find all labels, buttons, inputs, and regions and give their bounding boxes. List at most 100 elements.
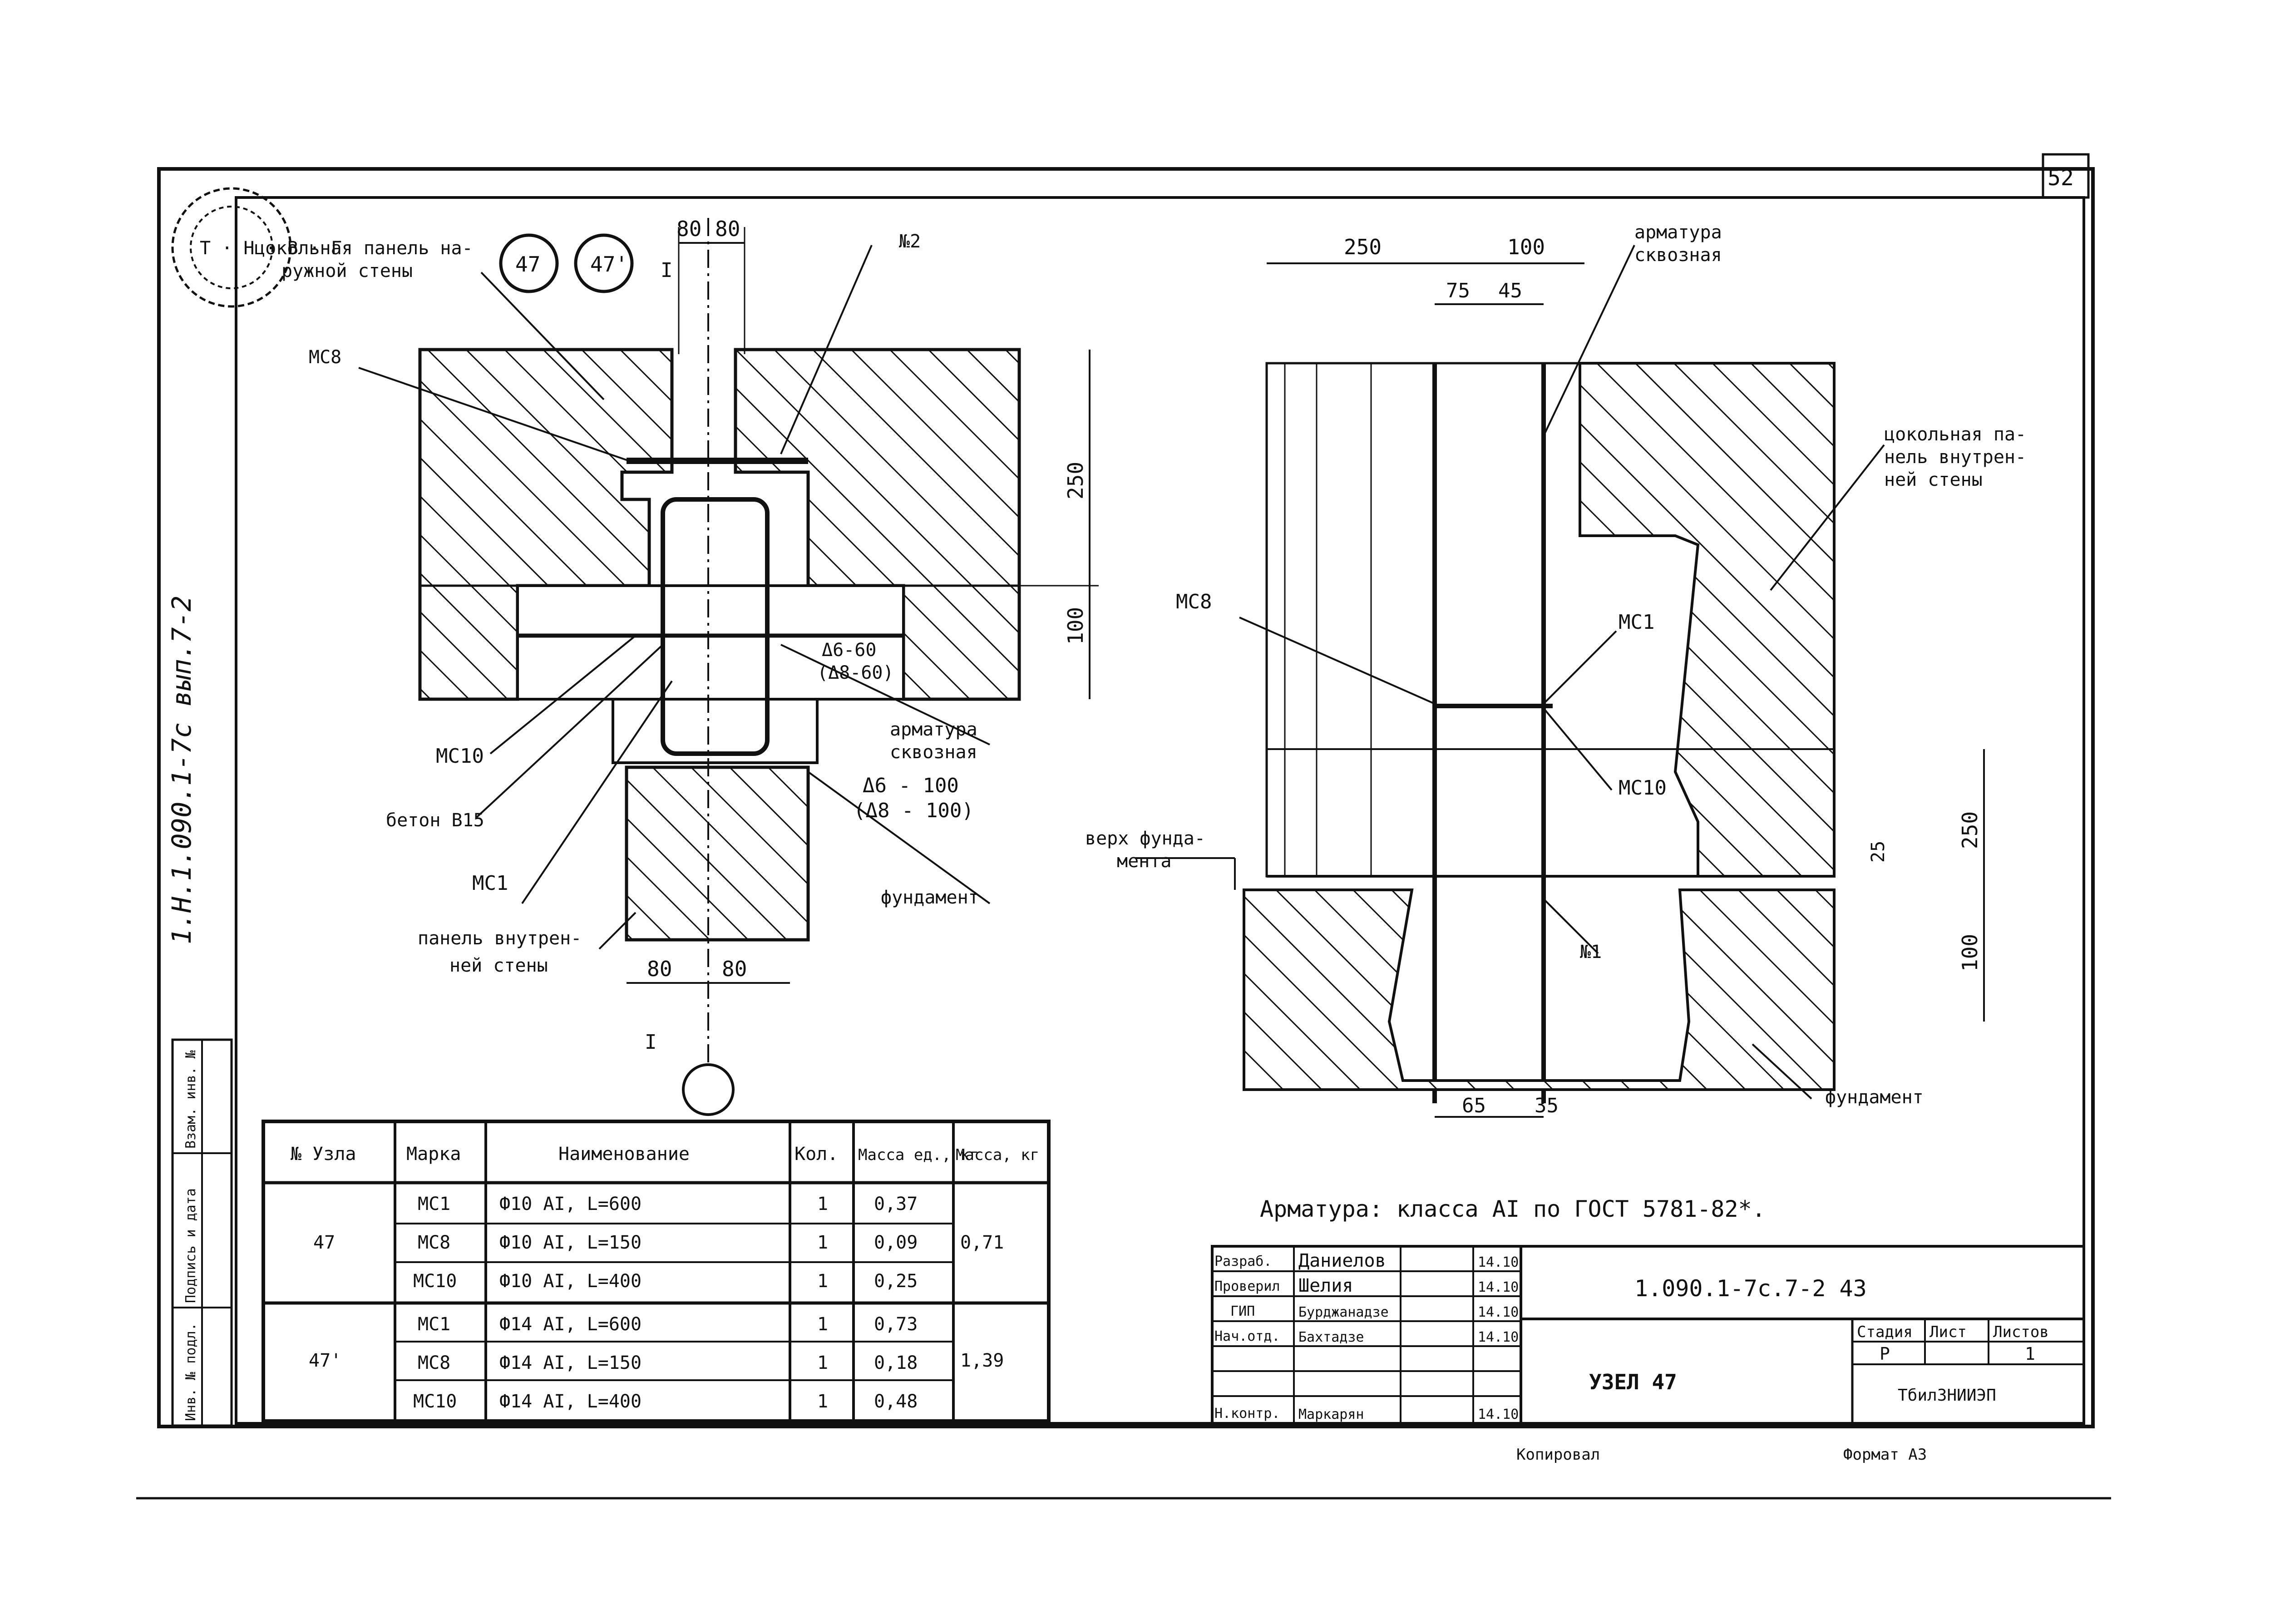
footer-format: Формат А3 [1843, 1446, 1927, 1464]
label-mc10: МС10 [1619, 776, 1667, 800]
label-panel-outer: цокольная панель на- [254, 238, 473, 259]
dim-80a: 80 [676, 217, 701, 241]
doc-title: УЗЕЛ 47 [1589, 1370, 1677, 1394]
tb-date: 14.10 [1478, 1254, 1519, 1270]
strip-text-2: Подпись и дата [183, 1188, 199, 1303]
label-panel-outer-2: ружной стены [281, 261, 413, 281]
label-panel-3: ней стены [1884, 469, 1983, 490]
left-strip: Инв. № подл. Подпись и дата Взам. инв. № [171, 1038, 233, 1427]
dim-35: 35 [1535, 1094, 1559, 1117]
table-row-mark: МС10 [413, 1391, 457, 1412]
reinforcement-note: Арматура: класса АI по ГОСТ 5781-82*. [1260, 1196, 1766, 1222]
label-rebar: арматура [1634, 222, 1722, 243]
dim-45: 45 [1498, 279, 1522, 302]
label-panel: цокольная па- [1884, 424, 2026, 445]
tb-role: Н.контр. [1214, 1406, 1280, 1422]
dim-25: 25 [1868, 841, 1889, 863]
label-mc1: МС1 [1619, 611, 1654, 634]
label-mc1: МС1 [472, 872, 508, 895]
label-mc8: МС8 [309, 347, 341, 368]
tb-name: Шелия [1298, 1275, 1353, 1296]
node-a: 47 [515, 252, 540, 276]
th-mass: Масса, кг [956, 1146, 1039, 1164]
th-qty: Кол. [794, 1144, 838, 1165]
tb-name: Бахтадзе [1298, 1329, 1364, 1345]
title-block: Разраб. Даниелов 14.10 Проверил Шелия 14… [1211, 1245, 2085, 1425]
dim-80b: 80 [715, 217, 740, 241]
tb-name: Бурджанадзе [1298, 1304, 1389, 1320]
node-circle-47 [499, 233, 559, 293]
org-name: ТбилЗНИИЭП [1898, 1386, 1996, 1405]
table-row-qty: 1 [817, 1194, 828, 1214]
tb-date: 14.10 [1478, 1304, 1519, 1320]
left-section-drawing: 80 80 250 100 80 80 47 47' I I цоколь [254, 217, 1099, 1116]
table-row-mass: 0,37 [874, 1194, 918, 1214]
dim-100: 100 [1063, 607, 1088, 645]
table-row-qty: 1 [817, 1232, 828, 1253]
th-node: № Узла [291, 1144, 356, 1165]
node-circle-47p [574, 233, 634, 293]
tb-name: Маркарян [1298, 1407, 1364, 1422]
table-row-name: Ф14 АI, L=400 [499, 1391, 642, 1412]
doc-code: 1.090.1-7с.7-2 43 [1634, 1275, 1867, 1302]
footer-copied: Копировал [1516, 1446, 1600, 1464]
label-step4: (Δ8 - 100) [854, 799, 974, 822]
sheet-number: 52 [2048, 165, 2074, 191]
table-row-qty: 1 [817, 1314, 828, 1335]
dim-250v: 250 [1958, 811, 1982, 849]
tb-date: 14.10 [1478, 1279, 1519, 1295]
table-row-name: Ф14 АI, L=150 [499, 1353, 642, 1373]
node-47p: 47' [309, 1350, 341, 1371]
table-row-mark: МС1 [418, 1194, 450, 1214]
table-row-mark: МС8 [418, 1353, 450, 1373]
dim-250: 250 [1344, 235, 1382, 259]
dim-250: 250 [1063, 462, 1088, 499]
label-step3: Δ6 - 100 [863, 774, 959, 797]
table-row-mark: МС1 [418, 1314, 450, 1335]
label-foundation: фундамент [881, 887, 979, 908]
section-mark-2: I [645, 1031, 657, 1054]
stage-header: Стадия [1857, 1323, 1913, 1341]
table-row-name: Ф10 АI, L=400 [499, 1271, 642, 1292]
dim-65: 65 [1462, 1094, 1486, 1117]
table-row-mass: 0,09 [874, 1232, 918, 1253]
label-rebar-2: сквозная [890, 742, 977, 763]
th-unit-mass: Масса ед., кг [858, 1146, 979, 1164]
total-47p: 1,39 [960, 1350, 1004, 1371]
section-mark: I [661, 259, 673, 282]
table-row-mass: 0,25 [874, 1271, 918, 1292]
label-panel-2: нель внутрен- [1884, 447, 2026, 468]
tb-role: Нач.отд. [1214, 1328, 1280, 1344]
tb-role: Разраб. [1214, 1254, 1272, 1269]
label-rebar-2: сквозная [1634, 245, 1722, 266]
table-row-name: Ф10 АI, L=600 [499, 1194, 642, 1214]
stage-value: Р [1880, 1344, 1890, 1364]
dim-80d: 80 [722, 957, 747, 981]
spec-table: № Узла Марка Наименование Кол. Масса ед.… [262, 1120, 1051, 1423]
label-top: верх фунда- [1085, 828, 1205, 849]
strip-text-3: Взам. инв. № [183, 1050, 199, 1149]
sheet-header: Лист [1930, 1323, 1967, 1341]
table-row-mark: МС8 [418, 1232, 450, 1253]
table-row-mass: 0,48 [874, 1391, 918, 1412]
table-row-qty: 1 [817, 1353, 828, 1373]
label-panel-inner: панель внутрен- [418, 928, 582, 949]
table-row-name: Ф10 АI, L=150 [499, 1232, 642, 1253]
tb-name: Даниелов [1298, 1250, 1386, 1271]
total-47: 0,71 [960, 1232, 1004, 1253]
sheet-number-box [2042, 153, 2090, 199]
label-panel-inner-2: ней стены [449, 955, 548, 976]
node-47: 47 [313, 1232, 335, 1253]
tb-role: ГИП [1230, 1303, 1255, 1319]
table-row-qty: 1 [817, 1391, 828, 1412]
sheets-value: 1 [2025, 1344, 2035, 1364]
tb-date: 14.10 [1478, 1329, 1519, 1345]
stamp-text: Т · Н · В · Г [200, 238, 342, 259]
label-n1: №1 [1580, 942, 1602, 963]
strip-text-1: Инв. № подл. [183, 1323, 199, 1421]
label-top-2: мента [1117, 851, 1171, 872]
table-row-qty: 1 [817, 1271, 828, 1292]
table-row-mass: 0,73 [874, 1314, 918, 1335]
margin-note: 1.Н.1.090.1-7с вып.7-2 [166, 596, 197, 944]
